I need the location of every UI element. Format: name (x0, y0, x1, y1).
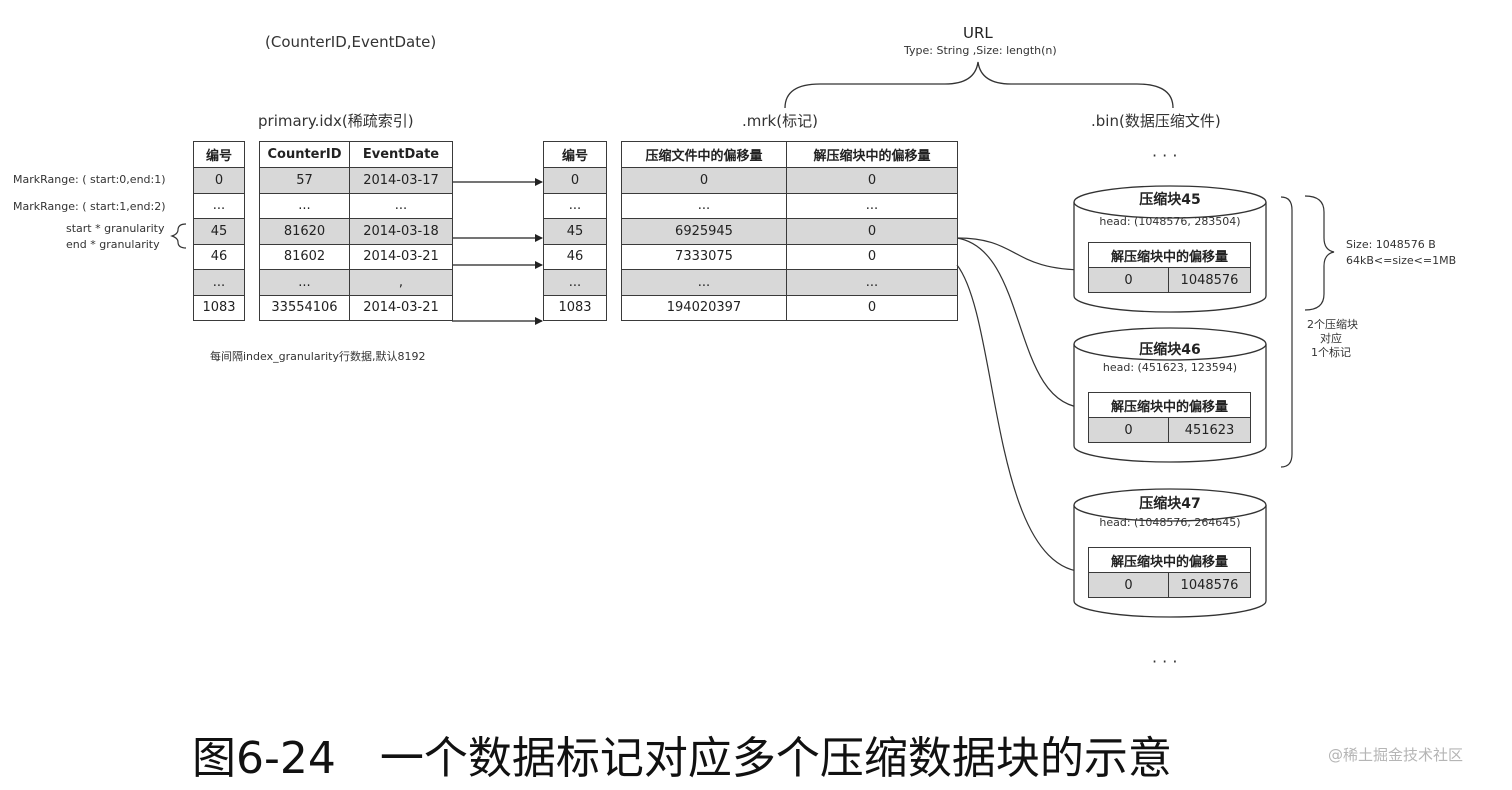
cell: 0 (786, 294, 958, 321)
primary-idx-table: CounterID EventDate 57 2014-03-17 ... ..… (259, 141, 453, 321)
cell: 0 (786, 167, 958, 194)
pair-brace (1280, 196, 1293, 468)
cell: 0 (786, 218, 958, 245)
block-title: 压缩块46 (1139, 342, 1201, 358)
number-cell: 0 (543, 167, 607, 194)
bin-title: .bin(数据压缩文件) (1091, 112, 1221, 130)
curve-to-block-45 (956, 237, 1088, 274)
block-title: 压缩块47 (1139, 496, 1201, 512)
cell: 1048576 (1167, 267, 1252, 293)
cell: ... (349, 192, 453, 219)
size-brace (1304, 195, 1335, 311)
cell: ... (621, 192, 787, 219)
pair-note-line1: 2个压缩块 (1307, 318, 1358, 331)
cell: 81602 (259, 243, 350, 270)
pair-note-line2: 对应 (1320, 332, 1342, 345)
cell: 57 (259, 167, 350, 194)
cell: 0 (1088, 417, 1169, 443)
cell: ... (621, 269, 787, 296)
compressed-block-47: 压缩块47 head: (1048576, 264645) 解压缩块中的偏移量 … (1073, 483, 1267, 619)
cell: 0 (786, 243, 958, 270)
block-offset-table: 解压缩块中的偏移量 0 1048576 (1087, 547, 1252, 598)
number-cell: 45 (193, 218, 245, 245)
cell: 0 (1088, 267, 1169, 293)
size-note-line1: Size: 1048576 B (1346, 238, 1436, 251)
figure-caption: 图6-24 一个数据标记对应多个压缩数据块的示意 (192, 733, 1172, 784)
mrk-offset-table: 压缩文件中的偏移量 解压缩块中的偏移量 0 0 ... ... 6925945 … (621, 141, 958, 321)
compressed-offset-header: 压缩文件中的偏移量 (621, 141, 787, 168)
primary-number-table: 编号 0 ... 45 46 ... 1083 (193, 141, 245, 321)
mrk-number-table: 编号 0 ... 45 46 ... 1083 (543, 141, 607, 321)
bin-bottom-ellipsis: · · · (1152, 652, 1178, 671)
cell: 2014-03-21 (349, 294, 453, 321)
decompressed-offset-header: 解压缩块中的偏移量 (786, 141, 958, 168)
url-brace (784, 61, 1174, 109)
curve-to-block-47 (956, 264, 1088, 576)
number-cell: ... (543, 192, 607, 219)
primary-idx-title: primary.idx(稀疏索引) (258, 112, 414, 130)
compressed-block-46: 压缩块46 head: (451623, 123594) 解压缩块中的偏移量 0… (1073, 324, 1267, 464)
cell: 1048576 (1167, 572, 1252, 598)
number-cell: 0 (193, 167, 245, 194)
mark-range-1-note: MarkRange: ( start:1,end:2) (13, 200, 166, 213)
number-cell: 46 (193, 243, 245, 270)
number-cell: 1083 (193, 294, 245, 321)
number-header: 编号 (543, 141, 607, 168)
curve-to-block-46 (956, 237, 1088, 412)
block-head: head: (1048576, 264645) (1099, 516, 1241, 529)
cell: 7333075 (621, 243, 787, 270)
number-cell: 45 (543, 218, 607, 245)
pair-note-line3: 1个标记 (1311, 346, 1351, 359)
eventdate-header: EventDate (349, 141, 453, 168)
number-cell: ... (193, 192, 245, 219)
mrk-title: .mrk(标记) (742, 112, 818, 130)
number-cell: 46 (543, 243, 607, 270)
block-head: head: (451623, 123594) (1102, 361, 1238, 374)
cell: 81620 (259, 218, 350, 245)
cell: ... (786, 269, 958, 296)
block-title: 压缩块45 (1139, 192, 1201, 208)
number-cell: 1083 (543, 294, 607, 321)
cell: 2014-03-18 (349, 218, 453, 245)
cell: 0 (1088, 572, 1169, 598)
cell: 194020397 (621, 294, 787, 321)
compressed-block-45: 压缩块45 head: (1048576, 283504) 解压缩块中的偏移量 … (1073, 184, 1267, 314)
number-cell: ... (543, 269, 607, 296)
size-note-line2: 64kB<=size<=1MB (1346, 254, 1457, 267)
key-columns-label: (CounterID,EventDate) (265, 33, 437, 51)
bin-top-ellipsis: · · · (1152, 146, 1178, 165)
number-cell: ... (193, 269, 245, 296)
index-granularity-note: 每间隔index_granularity行数据,默认8192 (210, 350, 426, 363)
cell: 6925945 (621, 218, 787, 245)
counterid-header: CounterID (259, 141, 350, 168)
start-granularity-note: start * granularity (66, 222, 165, 235)
cell: 33554106 (259, 294, 350, 321)
granularity-brace (170, 223, 187, 249)
cell: 2014-03-21 (349, 243, 453, 270)
cell: 451623 (1167, 417, 1252, 443)
url-label: URL (963, 24, 993, 42)
block-inner-header: 解压缩块中的偏移量 (1087, 392, 1252, 418)
cell: 2014-03-17 (349, 167, 453, 194)
block-head: head: (1048576, 283504) (1099, 215, 1241, 228)
block-inner-header: 解压缩块中的偏移量 (1087, 547, 1252, 573)
cell: , (349, 269, 453, 296)
block-offset-table: 解压缩块中的偏移量 0 1048576 (1087, 242, 1252, 293)
url-type-label: Type: String ,Size: length(n) (904, 44, 1057, 57)
block-offset-table: 解压缩块中的偏移量 0 451623 (1087, 392, 1252, 443)
number-header: 编号 (193, 141, 245, 168)
mark-range-0-note: MarkRange: ( start:0,end:1) (13, 173, 166, 186)
cell: ... (259, 269, 350, 296)
cell: 0 (621, 167, 787, 194)
watermark: @稀土掘金技术社区 (1328, 746, 1464, 764)
block-inner-header: 解压缩块中的偏移量 (1087, 242, 1252, 268)
cell: ... (786, 192, 958, 219)
end-granularity-note: end * granularity (66, 238, 160, 251)
cell: ... (259, 192, 350, 219)
